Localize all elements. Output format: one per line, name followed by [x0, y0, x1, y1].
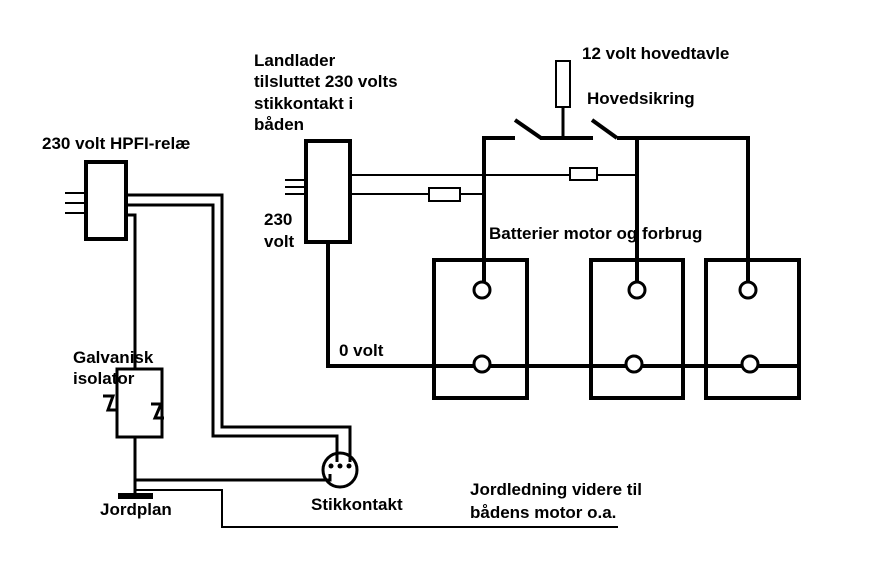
charger-fuse-1 — [428, 187, 461, 202]
battery-terminals — [472, 280, 760, 374]
main-fuse-label: Hovedsikring — [587, 89, 695, 108]
landlader-label-3: stikkontakt i — [254, 94, 354, 113]
galvanic-label-2: isolator — [73, 369, 135, 388]
switch-lever-right — [590, 118, 619, 140]
main-panel-label: 12 volt hovedtavle — [582, 44, 730, 63]
hpfi-relay — [84, 160, 128, 241]
v230-label-1: 230 — [264, 210, 293, 229]
hpfi-earth-wire — [126, 213, 137, 368]
charger-fuse-2 — [569, 167, 598, 181]
hpfi-input-wires — [65, 192, 86, 214]
ground-wire-label-1: Jordledning videre til — [470, 480, 642, 499]
landlader-label-2: tilsluttet 230 volts — [254, 72, 398, 91]
socket-symbol — [321, 451, 359, 489]
battery-1-positive-wire — [482, 136, 515, 285]
landlader-box — [304, 139, 352, 244]
hpfi-label: 230 volt HPFI-relæ — [42, 134, 191, 153]
zero-volt-label: 0 volt — [339, 341, 384, 360]
battery-3 — [704, 258, 801, 400]
diode-symbols — [103, 394, 164, 420]
socket-earth-wire — [135, 474, 332, 482]
battery-3-positive-wire — [617, 136, 750, 285]
ground-wire-label-2: bådens motor o.a. — [470, 503, 617, 522]
ground-plane-label: Jordplan — [100, 500, 172, 519]
battery-1 — [432, 258, 529, 400]
ground-wire-onward — [135, 489, 618, 528]
main-fuse — [555, 60, 571, 108]
landlader-input-wires — [285, 179, 306, 195]
hpfi-phase-wire — [126, 193, 352, 462]
battery-2 — [589, 258, 685, 400]
hpfi-neutral-wire — [126, 203, 339, 462]
ground-plane-plate — [118, 493, 153, 499]
socket-pins — [328, 463, 352, 469]
v230-label-2: volt — [264, 232, 295, 251]
socket-label: Stikkontakt — [311, 495, 403, 514]
landlader-label-1: Landlader — [254, 51, 336, 70]
switch-lever-left — [513, 118, 543, 140]
batteries-label: Batterier motor og forbrug — [489, 224, 703, 243]
landlader-label-4: båden — [254, 115, 305, 134]
galvanic-label-1: Galvanisk — [73, 348, 154, 367]
